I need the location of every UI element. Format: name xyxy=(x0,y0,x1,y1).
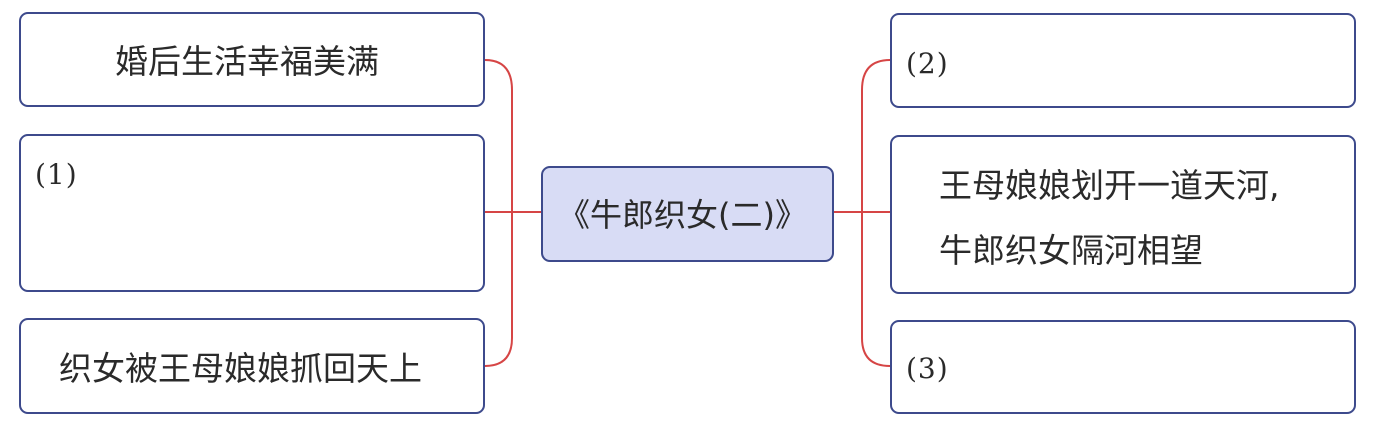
right-node-line-1: 王母娘娘划开一道天河, xyxy=(939,166,1280,205)
right-node-blank-2: (2) xyxy=(890,13,1356,108)
left-connector-bottom xyxy=(484,212,513,367)
blank-2-label: (2) xyxy=(906,47,949,80)
right-connector-top xyxy=(861,59,891,212)
left-node-marriage: 婚后生活幸福美满 xyxy=(19,12,485,107)
left-node-captured-text: 织女被王母娘娘抓回天上 xyxy=(59,349,422,388)
blank-1-label: (1) xyxy=(35,158,78,191)
right-node-line-2: 牛郎织女隔河相望 xyxy=(939,231,1203,270)
center-node-title: 《牛郎织女(二)》 xyxy=(558,196,807,234)
left-connector-top xyxy=(484,59,513,212)
left-node-blank-1: (1) xyxy=(19,134,485,292)
right-connector-bottom xyxy=(861,212,891,367)
right-node-blank-3: (3) xyxy=(890,320,1356,414)
right-node-milky-way: 王母娘娘划开一道天河, 牛郎织女隔河相望 xyxy=(890,135,1356,294)
center-node: 《牛郎织女(二)》 xyxy=(541,166,834,262)
blank-3-label: (3) xyxy=(906,352,949,385)
left-node-captured: 织女被王母娘娘抓回天上 xyxy=(19,318,485,414)
left-node-marriage-text: 婚后生活幸福美满 xyxy=(115,42,379,81)
